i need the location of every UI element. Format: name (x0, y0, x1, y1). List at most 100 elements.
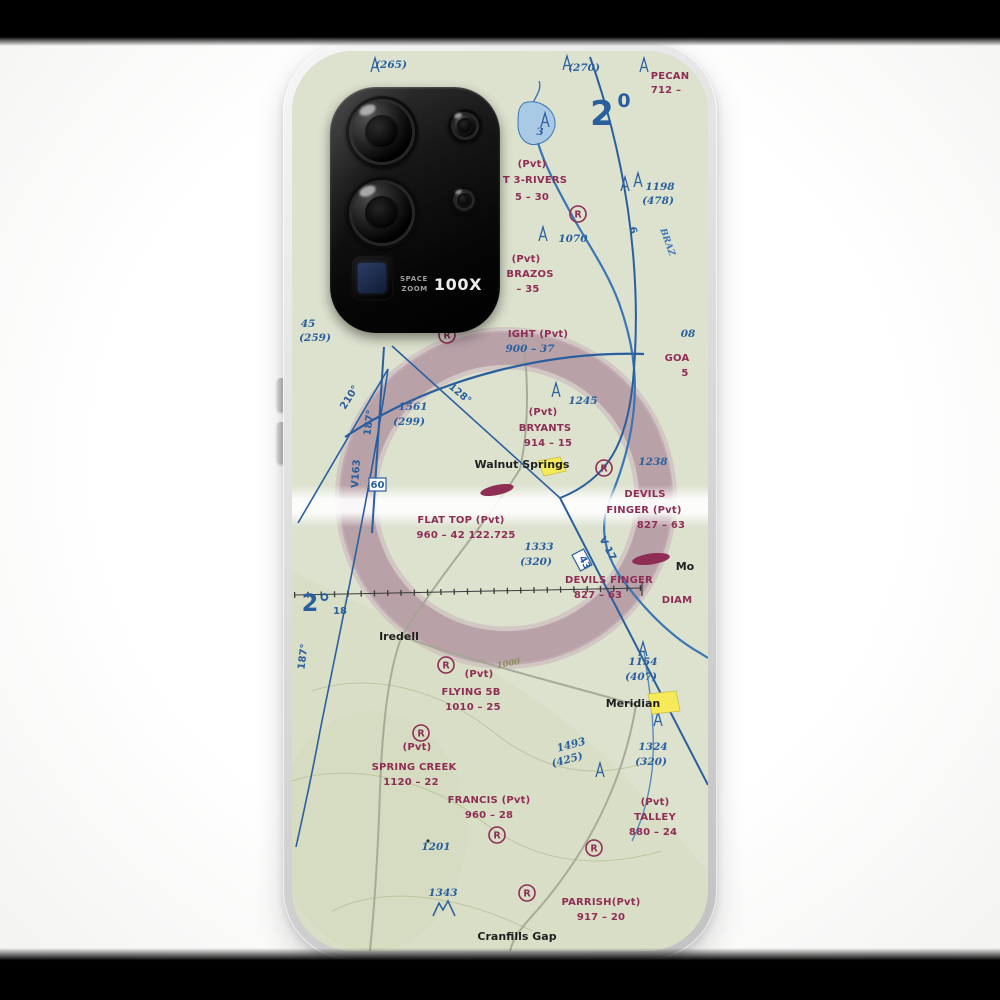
label-knight-name: IGHT (Pvt) (508, 329, 568, 340)
periscope-glass (358, 263, 386, 293)
label-flying5b-pvt: (Pvt) (465, 669, 494, 680)
letterbox-bar-top (0, 0, 1000, 46)
label-brazos-name: BRAZOS (506, 269, 553, 280)
label-lat-minute: 18 (333, 606, 347, 617)
label-talley-name: TALLEY (634, 812, 676, 823)
label-elev-1324: 1324 (638, 741, 667, 753)
label-elev-299: (299) (393, 416, 425, 428)
label-elev-1333: 1333 (524, 541, 553, 553)
devils-finger-runway-icon (632, 552, 670, 566)
label-spring-creek-info: 1120 – 22 (383, 777, 439, 788)
label-bryants-name: BRYANTS (519, 423, 572, 434)
label-airway-v163: V163 (350, 459, 363, 488)
label-mef-big: 2 (590, 94, 614, 134)
label-elev-1343: 1343 (428, 887, 457, 899)
label-elev-1561: 1561 (398, 401, 427, 413)
r-icon: R (600, 464, 608, 475)
camera-lens-icon (346, 177, 418, 249)
camera-lens-icon (346, 96, 418, 168)
r-icon: R (523, 889, 531, 900)
label-pecan-name: PECAN (651, 71, 690, 82)
r-icon: R (590, 844, 598, 855)
mountain-obstacle-icon (432, 899, 456, 917)
r-icon: R (442, 661, 450, 672)
label-flat-top-name: FLAT TOP (Pvt) (417, 515, 504, 526)
spot-elevation-dot (426, 839, 430, 843)
label-francis-info: 960 – 28 (465, 810, 513, 821)
label-town-mo: Mo (676, 560, 695, 573)
label-devils-finger-2: FINGER (Pvt) (606, 505, 681, 516)
label-spring-creek-name: SPRING CREEK (372, 762, 458, 773)
space-label: SPACE (400, 275, 428, 284)
label-diamond: DIAM (662, 595, 693, 606)
airway-mileage-box (571, 548, 593, 572)
roads-layer (369, 332, 637, 951)
contour-lines (292, 682, 663, 932)
label-flying5b-name: FLYING 5B (441, 687, 500, 698)
brazos-river (536, 142, 708, 659)
label-goat-name: GOA (665, 353, 690, 364)
flat-top-runway-icon (480, 483, 514, 497)
restricted-airport-icons (412, 205, 613, 902)
label-talley-pvt: (Pvt) (641, 797, 670, 808)
r-icon: R (493, 831, 501, 842)
label-lat-degree: 2° (302, 589, 331, 617)
label-mef-small: 0 (617, 90, 630, 112)
periscope-lens-icon (350, 254, 394, 301)
label-elev-3: 3 (536, 126, 543, 138)
label-bryants-info: 914 – 15 (524, 438, 572, 449)
label-elev-407: (407) (625, 671, 657, 683)
camera-module: SPACE ZOOM 100X (330, 87, 500, 333)
label-elev-478: (478) (642, 195, 674, 207)
label-elev-320b: (320) (635, 756, 667, 768)
label-francis-name: FRANCIS (Pvt) (448, 795, 531, 806)
r-icon: R (574, 210, 582, 221)
label-town-meridian: Meridian (606, 697, 661, 710)
label-elev-1245: 1245 (568, 395, 597, 407)
label-knight-info: 900 – 37 (505, 343, 555, 355)
airway-mileage-box (368, 477, 387, 492)
label-elev-259: (259) (299, 332, 331, 344)
label-brazos-pvt: (Pvt) (512, 254, 541, 265)
label-town-cranfills-gap: Cranfills Gap (477, 930, 556, 943)
label-elev-1238: 1238 (638, 456, 668, 468)
label-3rivers-name: T 3-RIVERS (503, 175, 567, 186)
label-elev-270: (270) (568, 62, 600, 74)
label-3rivers-pvt: (Pvt) (518, 159, 547, 170)
label-elev-08: 08 (681, 328, 696, 340)
label-spring-creek-pvt: (Pvt) (403, 742, 432, 753)
label-elev-1201: 1201 (421, 841, 450, 853)
zoom-100x-label: 100X (433, 275, 483, 294)
r-icon: R (417, 729, 425, 740)
label-bearing-187b: 187° (296, 643, 310, 670)
label-goat-info: 5 (681, 368, 688, 379)
camera-sensor-icon (450, 186, 478, 214)
label-airway-6: 6 (626, 226, 638, 236)
airways-layer (295, 56, 708, 848)
camera-lens-icon (448, 109, 482, 143)
label-elev-45: 45 (301, 318, 316, 330)
letterbox-bar-bottom (0, 948, 1000, 1000)
label-bearing-187a: 187° (362, 409, 376, 436)
label-3rivers-info: 5 – 30 (515, 192, 549, 203)
label-devils-finger-alt-name: DEVILS FINGER (565, 575, 653, 586)
label-mileage-60: 60 (371, 480, 385, 491)
phone-case: R R R R R R R R PECA (283, 42, 717, 960)
phone-power-button (277, 422, 286, 464)
graticule-layer (293, 581, 643, 598)
label-elev-1154: 1154 (628, 656, 657, 668)
label-devils-finger-alt-info: 827 – 63 (574, 590, 622, 601)
restricted-airport-letters: R R R R R R R R (417, 210, 608, 900)
label-elev-265: (265) (375, 59, 407, 71)
label-bryants-pvt: (Pvt) (529, 407, 558, 418)
label-contour-1000: 1000 (496, 657, 521, 672)
camera-zoom-text: SPACE ZOOM 100X (400, 275, 482, 294)
sectional-chart-print: R R R R R R R R PECA (292, 51, 708, 951)
r-icon: R (443, 331, 451, 342)
water-layer (517, 80, 708, 842)
meridian-town-area (647, 690, 681, 715)
label-parrish-name: PARRISH(Pvt) (561, 897, 640, 908)
zoom-label: ZOOM (401, 284, 428, 293)
label-flat-top-info: 960 – 42 122.725 (417, 530, 516, 541)
